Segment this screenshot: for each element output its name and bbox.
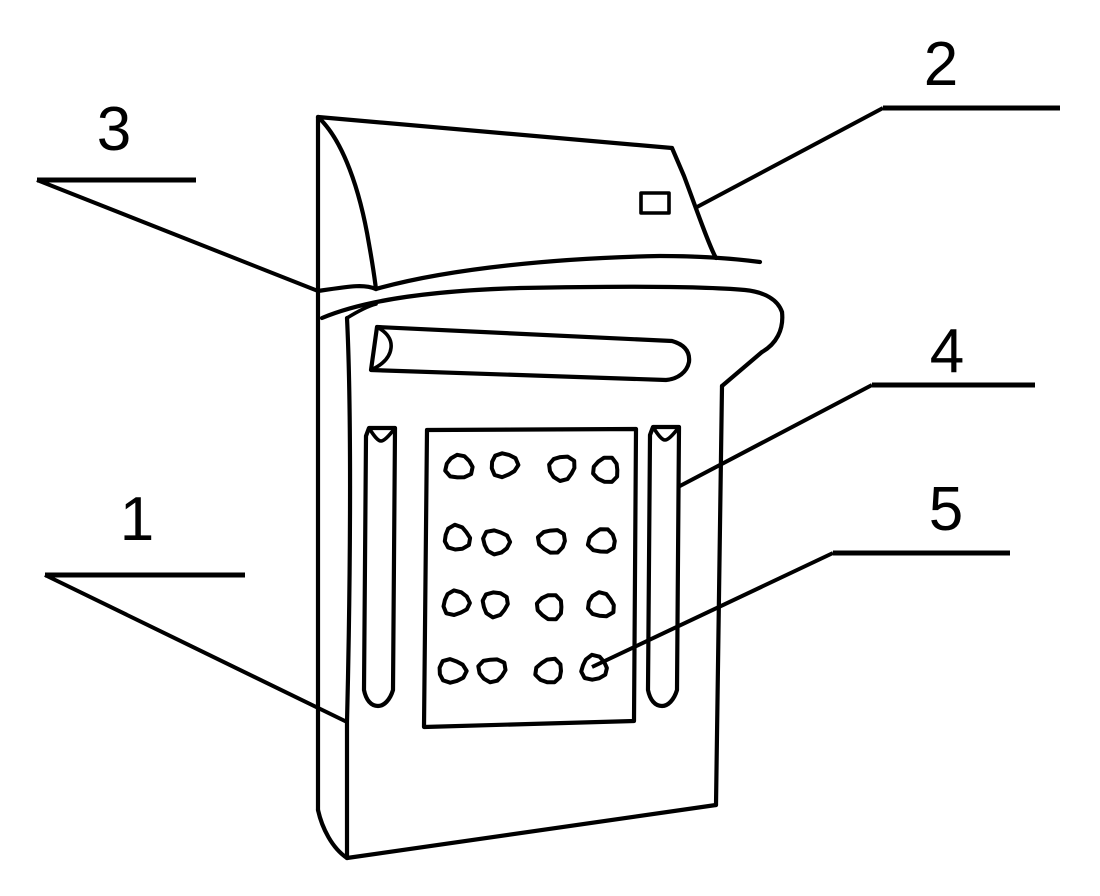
perforated-vent-panel xyxy=(421,426,639,730)
vent-hole xyxy=(534,593,564,622)
right-slot-notch xyxy=(651,425,681,442)
callout-number: 2 xyxy=(924,30,958,99)
callout-number: 5 xyxy=(929,475,963,544)
callout-1: 1 xyxy=(44,485,348,724)
vent-hole xyxy=(533,656,563,685)
right-slot-outline xyxy=(645,424,682,709)
vent-hole xyxy=(441,588,472,617)
vent-hole xyxy=(489,451,521,480)
hood-lower-edge xyxy=(373,253,763,292)
vent-hole xyxy=(442,522,473,552)
hood-skirt-right-return xyxy=(719,309,785,389)
vent-hole xyxy=(443,452,475,480)
callout-4: 4 xyxy=(677,317,1035,489)
latch-catch xyxy=(639,191,671,215)
vent-panel-outline xyxy=(421,426,639,730)
vent-hole xyxy=(586,590,616,619)
body-left-fold xyxy=(315,807,350,861)
body-bottom-edge xyxy=(344,802,719,861)
left-side-slot xyxy=(361,425,398,709)
callout-number: 1 xyxy=(120,485,154,554)
callout-number: 3 xyxy=(97,95,131,164)
latch-catch-rectangle xyxy=(639,191,671,215)
callout-layer: 1 2 3 4 5 xyxy=(36,30,1060,724)
hood-front-curve xyxy=(315,114,379,292)
vent-hole xyxy=(480,590,510,620)
vent-hole xyxy=(579,652,609,682)
vent-hole xyxy=(585,527,617,554)
hood-right-fall xyxy=(669,145,719,261)
hinged-hood-cover xyxy=(315,114,785,389)
vent-hole xyxy=(547,454,577,483)
callout-3: 3 xyxy=(36,95,319,293)
handle-slot-outline xyxy=(368,324,692,383)
callout-5: 5 xyxy=(591,475,1010,669)
callout-leader-line xyxy=(591,551,834,669)
vent-hole xyxy=(535,528,567,555)
body-right-edge xyxy=(713,383,725,808)
right-side-slot xyxy=(645,424,682,709)
callout-number: 4 xyxy=(930,317,964,386)
left-slot-notch xyxy=(367,426,397,443)
hood-top-edge xyxy=(315,114,675,151)
callout-leader-line xyxy=(677,383,873,489)
body-left-inner-edge xyxy=(344,315,353,861)
hood-skirt-upper-edge xyxy=(315,284,379,294)
callout-leader-line xyxy=(696,106,884,209)
vent-hole-grid xyxy=(437,451,620,685)
handle-slot xyxy=(368,324,692,383)
callout-2: 2 xyxy=(696,30,1060,209)
vent-hole xyxy=(476,657,508,685)
callout-leader-line xyxy=(36,178,319,293)
vent-hole xyxy=(481,528,513,557)
hood-skirt-lower-edge xyxy=(319,284,785,321)
device-body xyxy=(315,114,725,861)
handle-slot-notch xyxy=(369,325,393,372)
vent-hole xyxy=(437,657,469,685)
vent-hole xyxy=(591,455,620,484)
left-slot-outline xyxy=(361,425,398,709)
callout-leader-line xyxy=(44,573,348,724)
